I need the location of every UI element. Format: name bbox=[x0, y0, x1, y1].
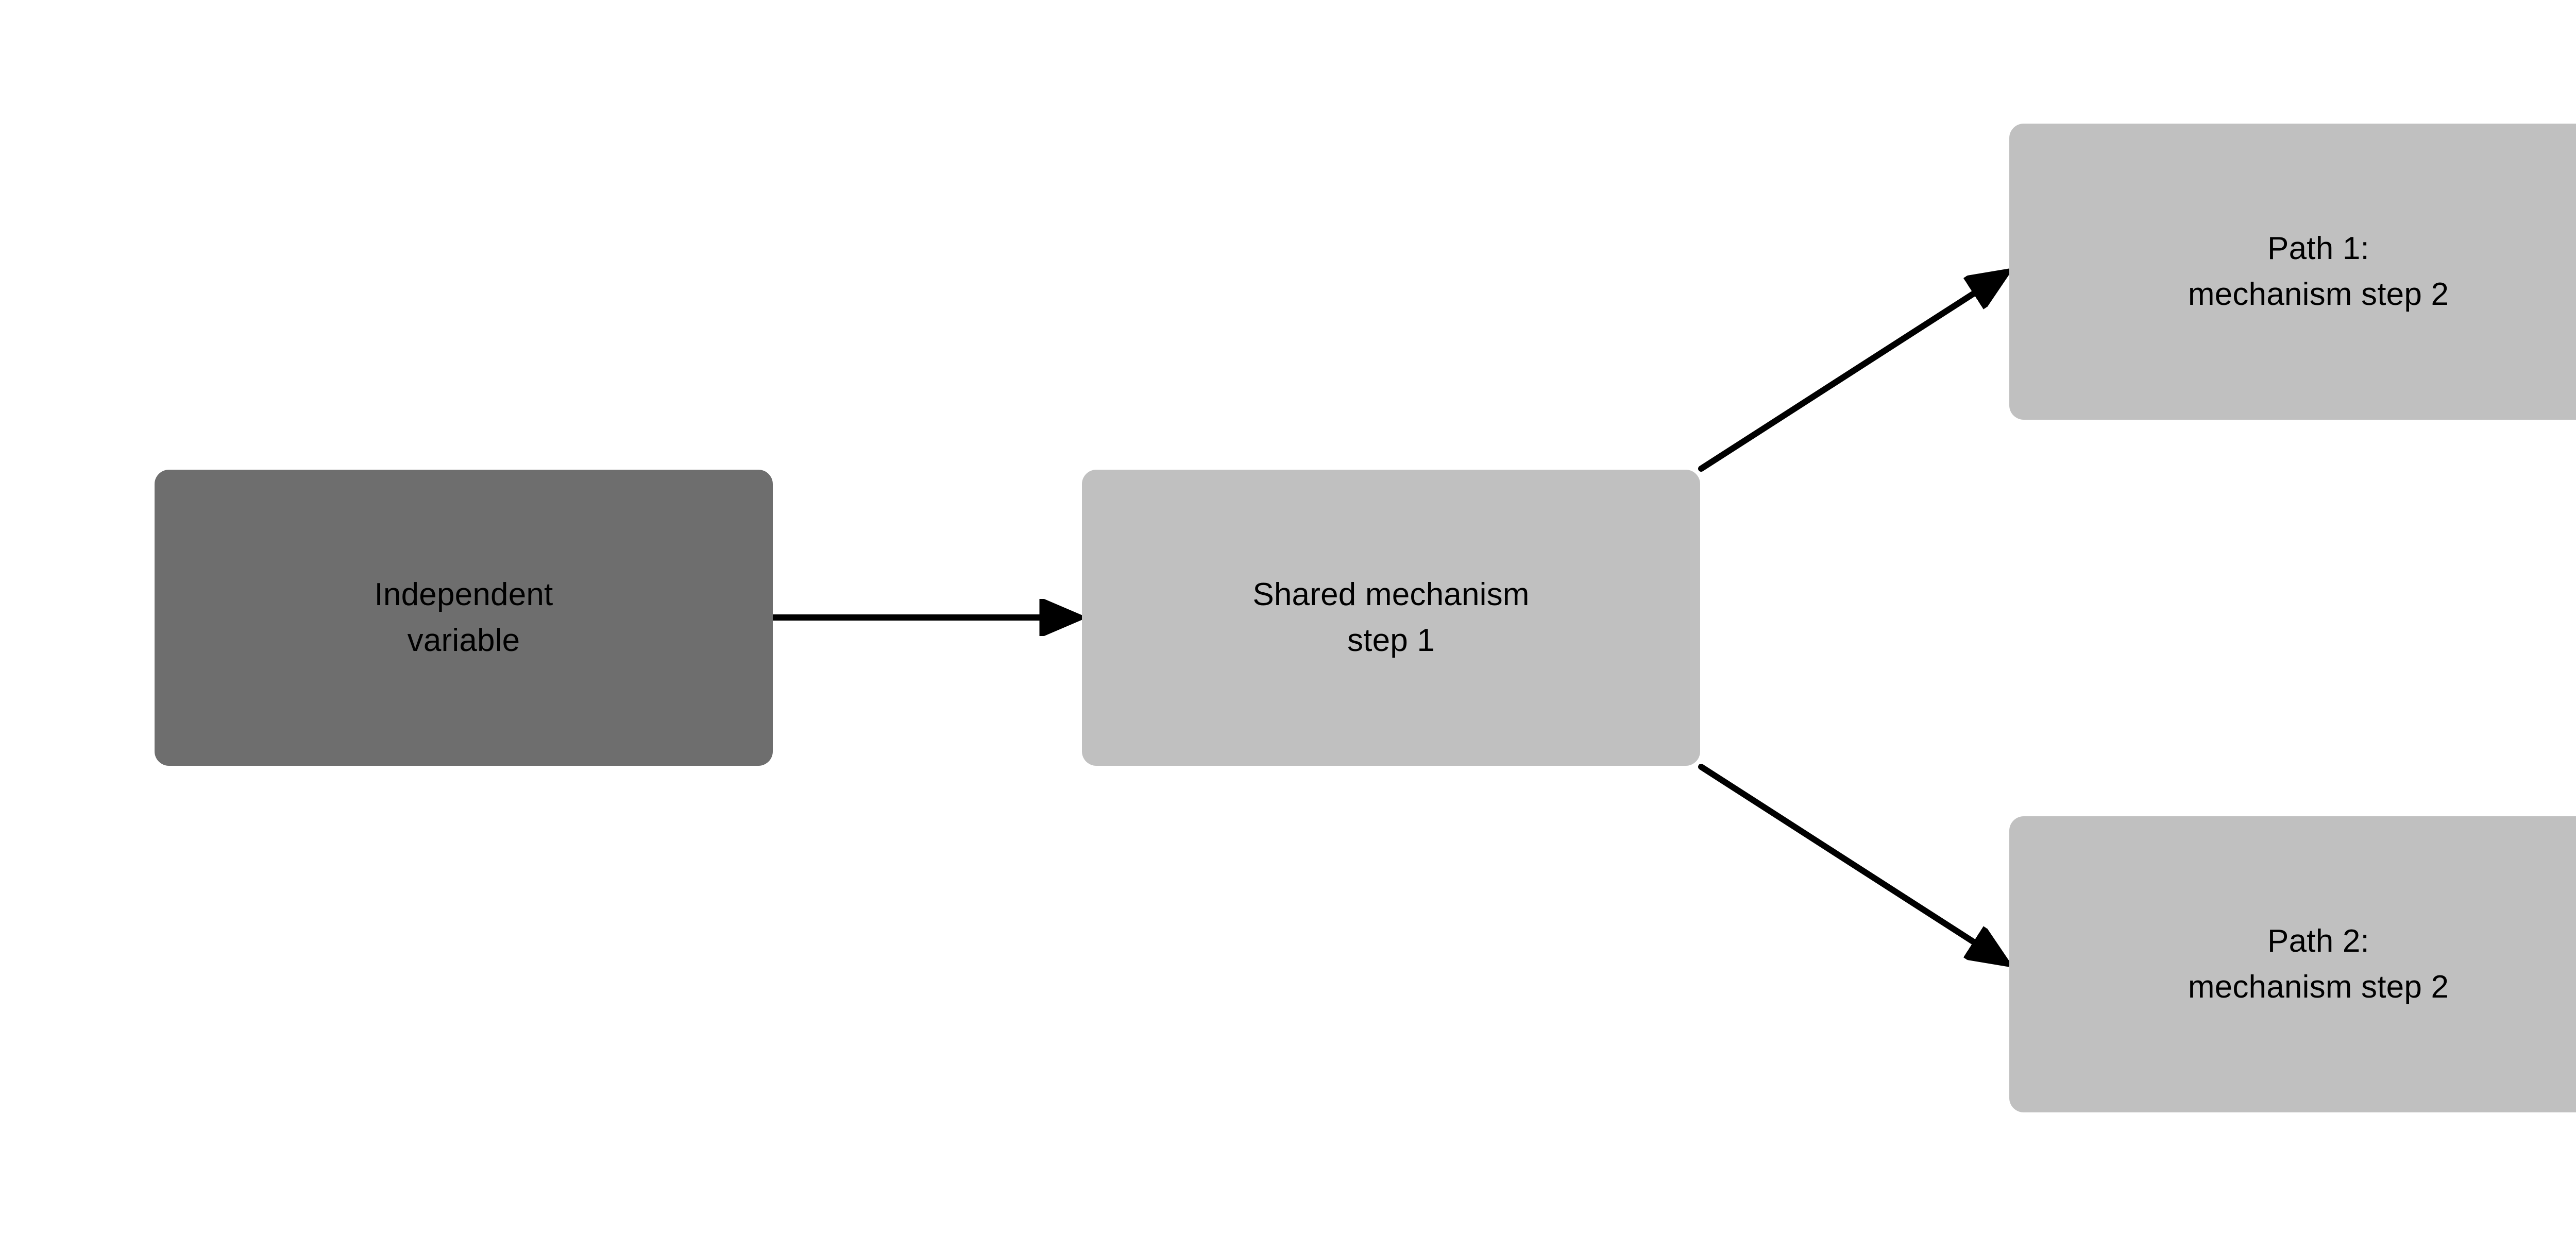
node-path-2-mechanism-step-2[interactable]: Path 2: mechanism step 2 bbox=[2009, 816, 2576, 1112]
node-path-1-mechanism-step-2-label: Path 1: mechanism step 2 bbox=[2188, 231, 2449, 312]
node-independent-variable-label: Independent variable bbox=[374, 577, 553, 658]
node-shared-mechanism-step-1-label: Shared mechanism step 1 bbox=[1252, 577, 1530, 658]
edge-shared-to-path2 bbox=[1698, 764, 2006, 963]
node-shared-mechanism-step-1[interactable]: Shared mechanism step 1 bbox=[1082, 470, 1700, 766]
node-path-1-mechanism-step-2[interactable]: Path 1: mechanism step 2 bbox=[2009, 124, 2576, 420]
node-path-2-mechanism-step-2-label: Path 2: mechanism step 2 bbox=[2188, 923, 2449, 1005]
node-independent-variable[interactable]: Independent variable bbox=[155, 470, 773, 766]
edge-shared-to-path1 bbox=[1698, 273, 2006, 472]
